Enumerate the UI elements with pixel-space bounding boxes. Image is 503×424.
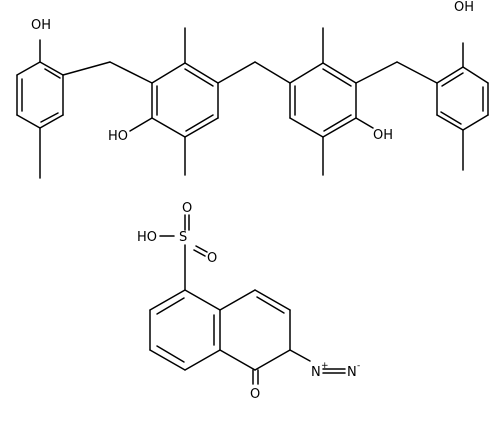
label-o-right: O [207,251,217,266]
label-n-minus: N [347,365,357,380]
bridge-3a [355,61,398,84]
label-n-minus-charge: - [357,361,360,371]
label-oh-ring-d: OH [454,0,474,15]
naphthalene-left-ring [149,289,221,371]
bond-oh3 [355,117,374,129]
bond-c-n [289,349,311,362]
bond-s-o-right-1 [193,249,206,257]
ring-a [16,61,64,129]
label-oh-ring-c: OH [373,128,393,143]
bottom-molecule: HO S O O N + N - O [137,201,360,402]
bridge-1b [109,61,153,84]
ring-d [436,66,489,131]
bridge-1a [62,61,111,76]
label-s: S [179,230,187,245]
label-o-up: O [182,201,192,216]
label-oh-ring-a: OH [31,18,51,33]
label-o-keto: O [250,387,260,402]
bridge-2b [254,61,291,84]
label-n-plus-charge: + [321,361,329,371]
ring-b [151,62,219,138]
label-ho-sulfonic: HO [137,230,157,245]
bond-ho2 [129,117,153,132]
bridge-3b [396,61,438,84]
label-n-plus: N [311,365,321,380]
naphthalene-right-ring [219,289,291,371]
bridge-2a [217,61,256,84]
bond-s-o-right-2 [195,245,208,253]
label-ho-ring-b: HO [108,129,128,144]
top-molecule: OH HO OH OH [16,0,489,179]
ring-c [289,62,357,138]
